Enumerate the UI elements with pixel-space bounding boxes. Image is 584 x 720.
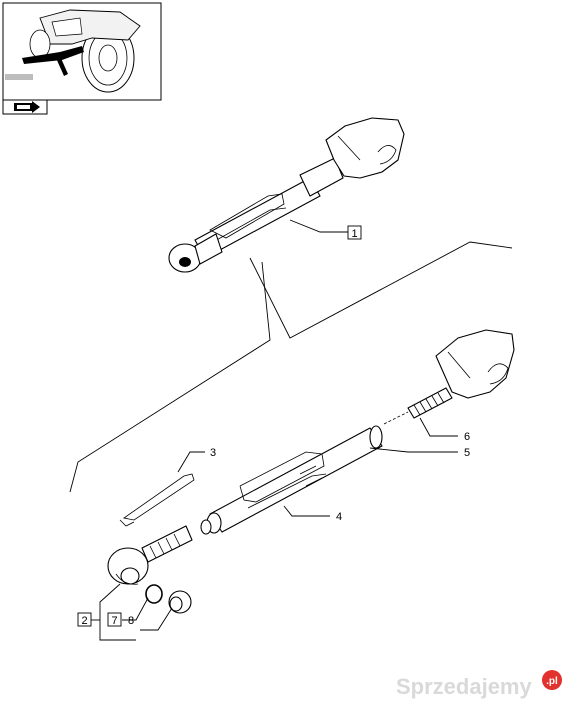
callout-6[interactable]: 6 [419, 417, 470, 443]
svg-text:8: 8 [128, 615, 134, 627]
ball-eye-part [107, 525, 193, 585]
svg-text:.pl: .pl [546, 676, 558, 687]
circlip-part [145, 584, 163, 604]
svg-text:6: 6 [464, 431, 470, 443]
svg-text:2: 2 [81, 615, 87, 627]
barrel-tube-part [200, 425, 383, 535]
callout-8[interactable]: 8 [128, 607, 173, 631]
watermark: Sprzedajemy .pl [396, 670, 562, 699]
callout-7[interactable]: 7 [107, 597, 149, 627]
svg-text:5: 5 [464, 447, 470, 459]
callout-3[interactable]: 3 [177, 447, 216, 473]
callout-4[interactable]: 4 [283, 505, 342, 523]
ball-part [168, 590, 192, 614]
tractor-thumbnail-icon [2, 2, 162, 101]
svg-text:7: 7 [111, 615, 117, 627]
callout-2[interactable]: 2 [77, 583, 136, 641]
svg-text:Sprzedajemy: Sprzedajemy [396, 674, 532, 699]
callout-1[interactable]: 1 [289, 219, 362, 240]
svg-text:4: 4 [336, 511, 342, 523]
hook-end-part [407, 329, 515, 419]
svg-text:1: 1 [351, 228, 357, 240]
callout-5[interactable]: 5 [369, 447, 470, 459]
clip-part [239, 451, 327, 509]
spring-pin-part [119, 473, 195, 527]
explode-boundary [69, 241, 513, 493]
svg-text:3: 3 [210, 447, 216, 459]
page-arrow-icon[interactable] [2, 99, 48, 115]
top-link-assembly [168, 117, 405, 273]
